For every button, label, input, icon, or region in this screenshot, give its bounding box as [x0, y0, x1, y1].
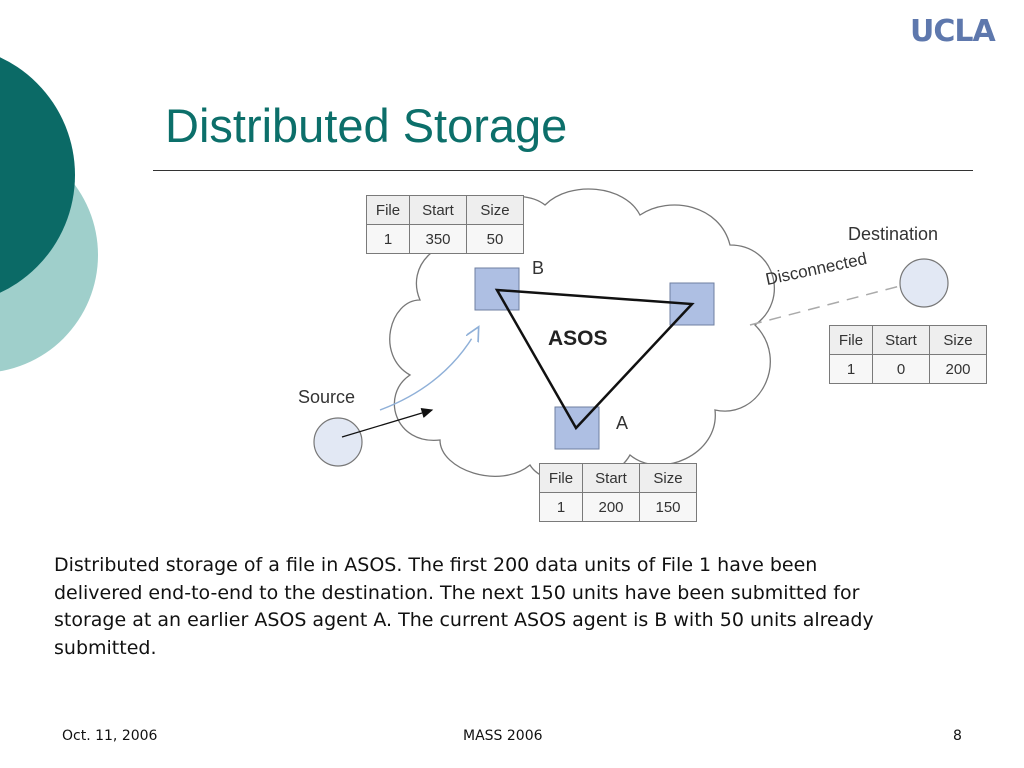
title-divider	[153, 170, 973, 171]
node-a-label: A	[616, 413, 629, 433]
destination-node	[899, 258, 949, 308]
table-agent-a: File Start Size 1 200 150	[539, 463, 697, 522]
table-header: Size	[639, 463, 697, 493]
slide-caption: Distributed storage of a file in ASOS. T…	[54, 554, 874, 659]
source-node	[313, 417, 363, 467]
table-header: Start	[872, 325, 930, 355]
decorative-circles	[0, 57, 98, 372]
table-header: Size	[466, 195, 524, 225]
table-cell: 200	[582, 492, 640, 522]
footer-date: Oct. 11, 2006	[62, 728, 158, 744]
table-cell: 200	[929, 354, 987, 384]
table-header: File	[829, 325, 873, 355]
table-cell: 1	[539, 492, 583, 522]
table-header: File	[539, 463, 583, 493]
source-label: Source	[298, 387, 356, 407]
table-cell: 1	[366, 224, 410, 254]
source-arrow	[341, 408, 434, 438]
decor-dark-circle	[0, 57, 75, 293]
disconnected-link	[749, 285, 901, 326]
ucla-logo: UCLA	[910, 14, 996, 49]
slide-title: Distributed Storage	[165, 99, 568, 152]
table-header: Start	[409, 195, 467, 225]
table-cell: 1	[829, 354, 873, 384]
asos-label: ASOS	[548, 327, 608, 350]
table-cell: 150	[639, 492, 697, 522]
table-header: Size	[929, 325, 987, 355]
footer-page-number: 8	[953, 728, 962, 744]
asos-triangle	[494, 288, 695, 431]
table-cell: 350	[409, 224, 467, 254]
handoff-arrow	[379, 328, 478, 411]
table-header: Start	[582, 463, 640, 493]
table-cell: 0	[872, 354, 930, 384]
table-destination: File Start Size 1 0 200	[829, 325, 987, 384]
table-cell: 50	[466, 224, 524, 254]
node-b-label: B	[532, 258, 545, 278]
footer-event: MASS 2006	[463, 728, 543, 744]
table-header: File	[366, 195, 410, 225]
destination-label: Destination	[848, 224, 939, 244]
asos-cloud	[389, 188, 775, 484]
table-agent-b: File Start Size 1 350 50	[366, 195, 524, 254]
